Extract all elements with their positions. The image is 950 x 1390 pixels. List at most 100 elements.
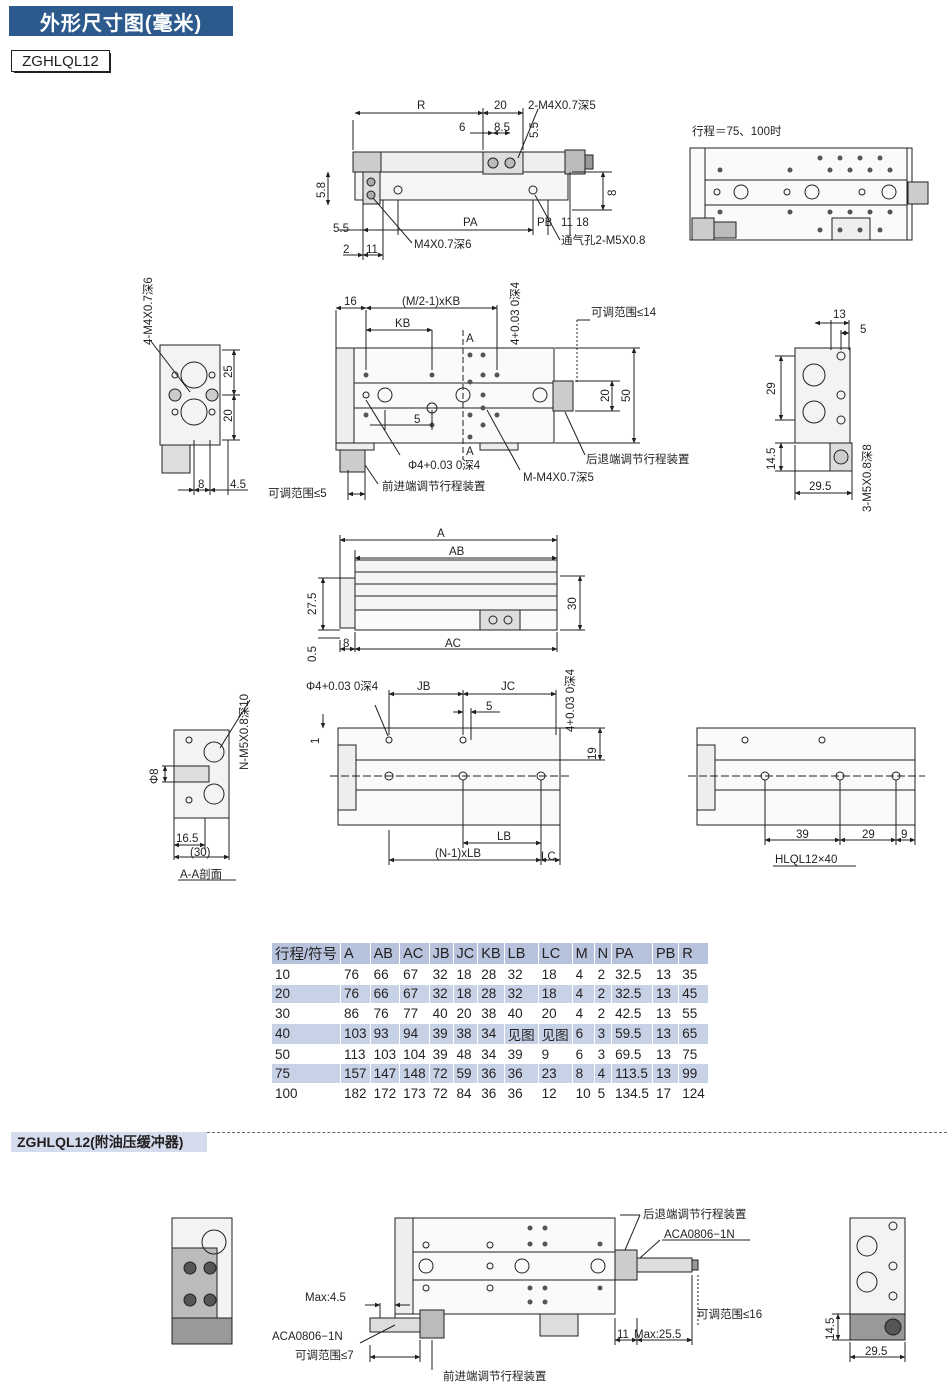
col-header: AB <box>369 942 401 965</box>
label-adjust-14: 可调范围≤14 <box>591 305 657 319</box>
table-cell: 66 <box>369 983 401 1005</box>
table-cell: 65 <box>678 1022 709 1045</box>
table-cell: 34 <box>477 1043 505 1065</box>
table-cell: 13 <box>651 1022 680 1045</box>
dim-30: 30 <box>567 597 579 610</box>
table-cell: 72 <box>428 1063 454 1084</box>
dim-8-5: 8.5 <box>494 122 510 134</box>
table-cell: 75 <box>678 1043 709 1065</box>
dim-a: A <box>437 528 445 540</box>
table-cell: 39 <box>428 1043 454 1065</box>
dim-2: 2 <box>343 244 349 256</box>
table-cell: 32.5 <box>611 983 653 1005</box>
section2-end-view <box>171 1217 233 1345</box>
label-rear-adjuster: 后退端调节行程装置 <box>586 453 690 466</box>
stroke-note: 行程＝75、100时 <box>692 125 782 138</box>
dim-n-lb: (N-1)xLB <box>435 848 481 860</box>
table-cell: 38 <box>477 1003 505 1024</box>
label-phi4: Φ4+0.03 0深4 <box>408 458 481 472</box>
table-cell: 13 <box>651 983 680 1005</box>
table-cell: 32 <box>503 983 539 1005</box>
table-cell: 72 <box>428 1082 454 1104</box>
col-header: 行程/符号 <box>270 942 342 965</box>
table-cell: 12 <box>537 1082 573 1104</box>
dim-0-5: 0.5 <box>307 646 319 662</box>
table-cell: 18 <box>452 983 479 1005</box>
table-cell: 36 <box>503 1063 539 1084</box>
dim-5-right: 5 <box>860 324 866 336</box>
table-cell: 40 <box>503 1003 539 1024</box>
stroke-view <box>689 147 929 241</box>
dim-50: 50 <box>621 389 633 402</box>
col-header: M <box>571 942 595 965</box>
table-cell: 32 <box>428 983 454 1005</box>
table-cell: 见图 <box>503 1022 539 1045</box>
col-header: LC <box>537 942 573 965</box>
table-cell: 147 <box>369 1063 401 1084</box>
section2-title: ZGHLQL12(附油压缓冲器) <box>11 1132 207 1152</box>
dim-4-tolerance-bottom: 4+0.03 0深4 <box>563 668 577 732</box>
dim-r: R <box>417 100 425 112</box>
dim-pa: PA <box>463 217 478 229</box>
table-cell: 99 <box>678 1063 709 1084</box>
dim-29: 29 <box>766 382 778 395</box>
table-cell: 148 <box>399 1063 430 1084</box>
table-cell: 69.5 <box>611 1043 653 1065</box>
table-cell: 86 <box>340 1003 371 1024</box>
dim-8-side: 8 <box>343 638 349 650</box>
dim-5-main: 5 <box>414 414 420 426</box>
section-view <box>162 699 251 881</box>
table-cell: 20 <box>452 1003 479 1024</box>
dim-5-8: 5.8 <box>316 182 328 198</box>
dim-13: 13 <box>833 309 846 321</box>
table-cell: 30 <box>270 1003 342 1024</box>
table-cell: 32 <box>428 964 454 985</box>
dim-jb: JB <box>417 681 431 693</box>
table-cell: 18 <box>452 964 479 985</box>
table-cell: 76 <box>340 964 371 985</box>
dim-20: 20 <box>223 409 235 422</box>
label-vent-hole: 通气孔2-M5X0.8 <box>561 233 645 247</box>
label-phi4-bottom: Φ4+0.03 0深4 <box>306 679 379 693</box>
hlql-view <box>688 727 925 867</box>
s2-label-front-adjuster: 前进端调节行程装置 <box>443 1369 547 1383</box>
s2-label-max-4-5: Max:4.5 <box>305 1292 346 1304</box>
table-cell: 84 <box>452 1082 479 1104</box>
table-cell: 59.5 <box>611 1022 653 1045</box>
table-cell: 4 <box>593 1063 613 1084</box>
dim-ac: AC <box>445 638 461 650</box>
dim-30-paren: (30) <box>190 847 211 859</box>
table-cell: 3 <box>593 1043 613 1065</box>
dim-5-5: 5.5 <box>333 223 349 235</box>
dim-19: 19 <box>587 747 599 760</box>
table-cell: 113.5 <box>611 1063 653 1084</box>
dim-pb: PB <box>537 217 553 229</box>
table-cell: 13 <box>651 1063 680 1084</box>
table-cell: 5 <box>593 1082 613 1104</box>
side-view <box>318 535 585 652</box>
table-cell: 66 <box>369 964 401 985</box>
spec-table-header: 行程/符号 A AB AC JB JC KB LB LC M N PA PB R <box>270 942 709 965</box>
dim-8-right: 8 <box>607 190 619 196</box>
col-header: N <box>593 942 613 965</box>
dim-20: 20 <box>494 100 507 112</box>
table-cell: 113 <box>340 1043 371 1065</box>
dim-14-5: 14.5 <box>766 448 778 470</box>
table-cell: 35 <box>678 964 709 985</box>
dim-39: 39 <box>796 829 809 841</box>
section-label: A-A剖面 <box>180 867 222 881</box>
table-cell: 40 <box>270 1022 342 1045</box>
section-a-top: A <box>466 333 474 345</box>
col-header: PB <box>651 942 680 965</box>
dim-29-5: 29.5 <box>809 481 831 493</box>
table-cell: 见图 <box>537 1022 573 1045</box>
table-cell: 23 <box>537 1063 573 1084</box>
dim-1: 1 <box>310 738 322 744</box>
label-front-adjuster: 前进端调节行程装置 <box>382 479 486 493</box>
left-end-view <box>149 339 248 495</box>
